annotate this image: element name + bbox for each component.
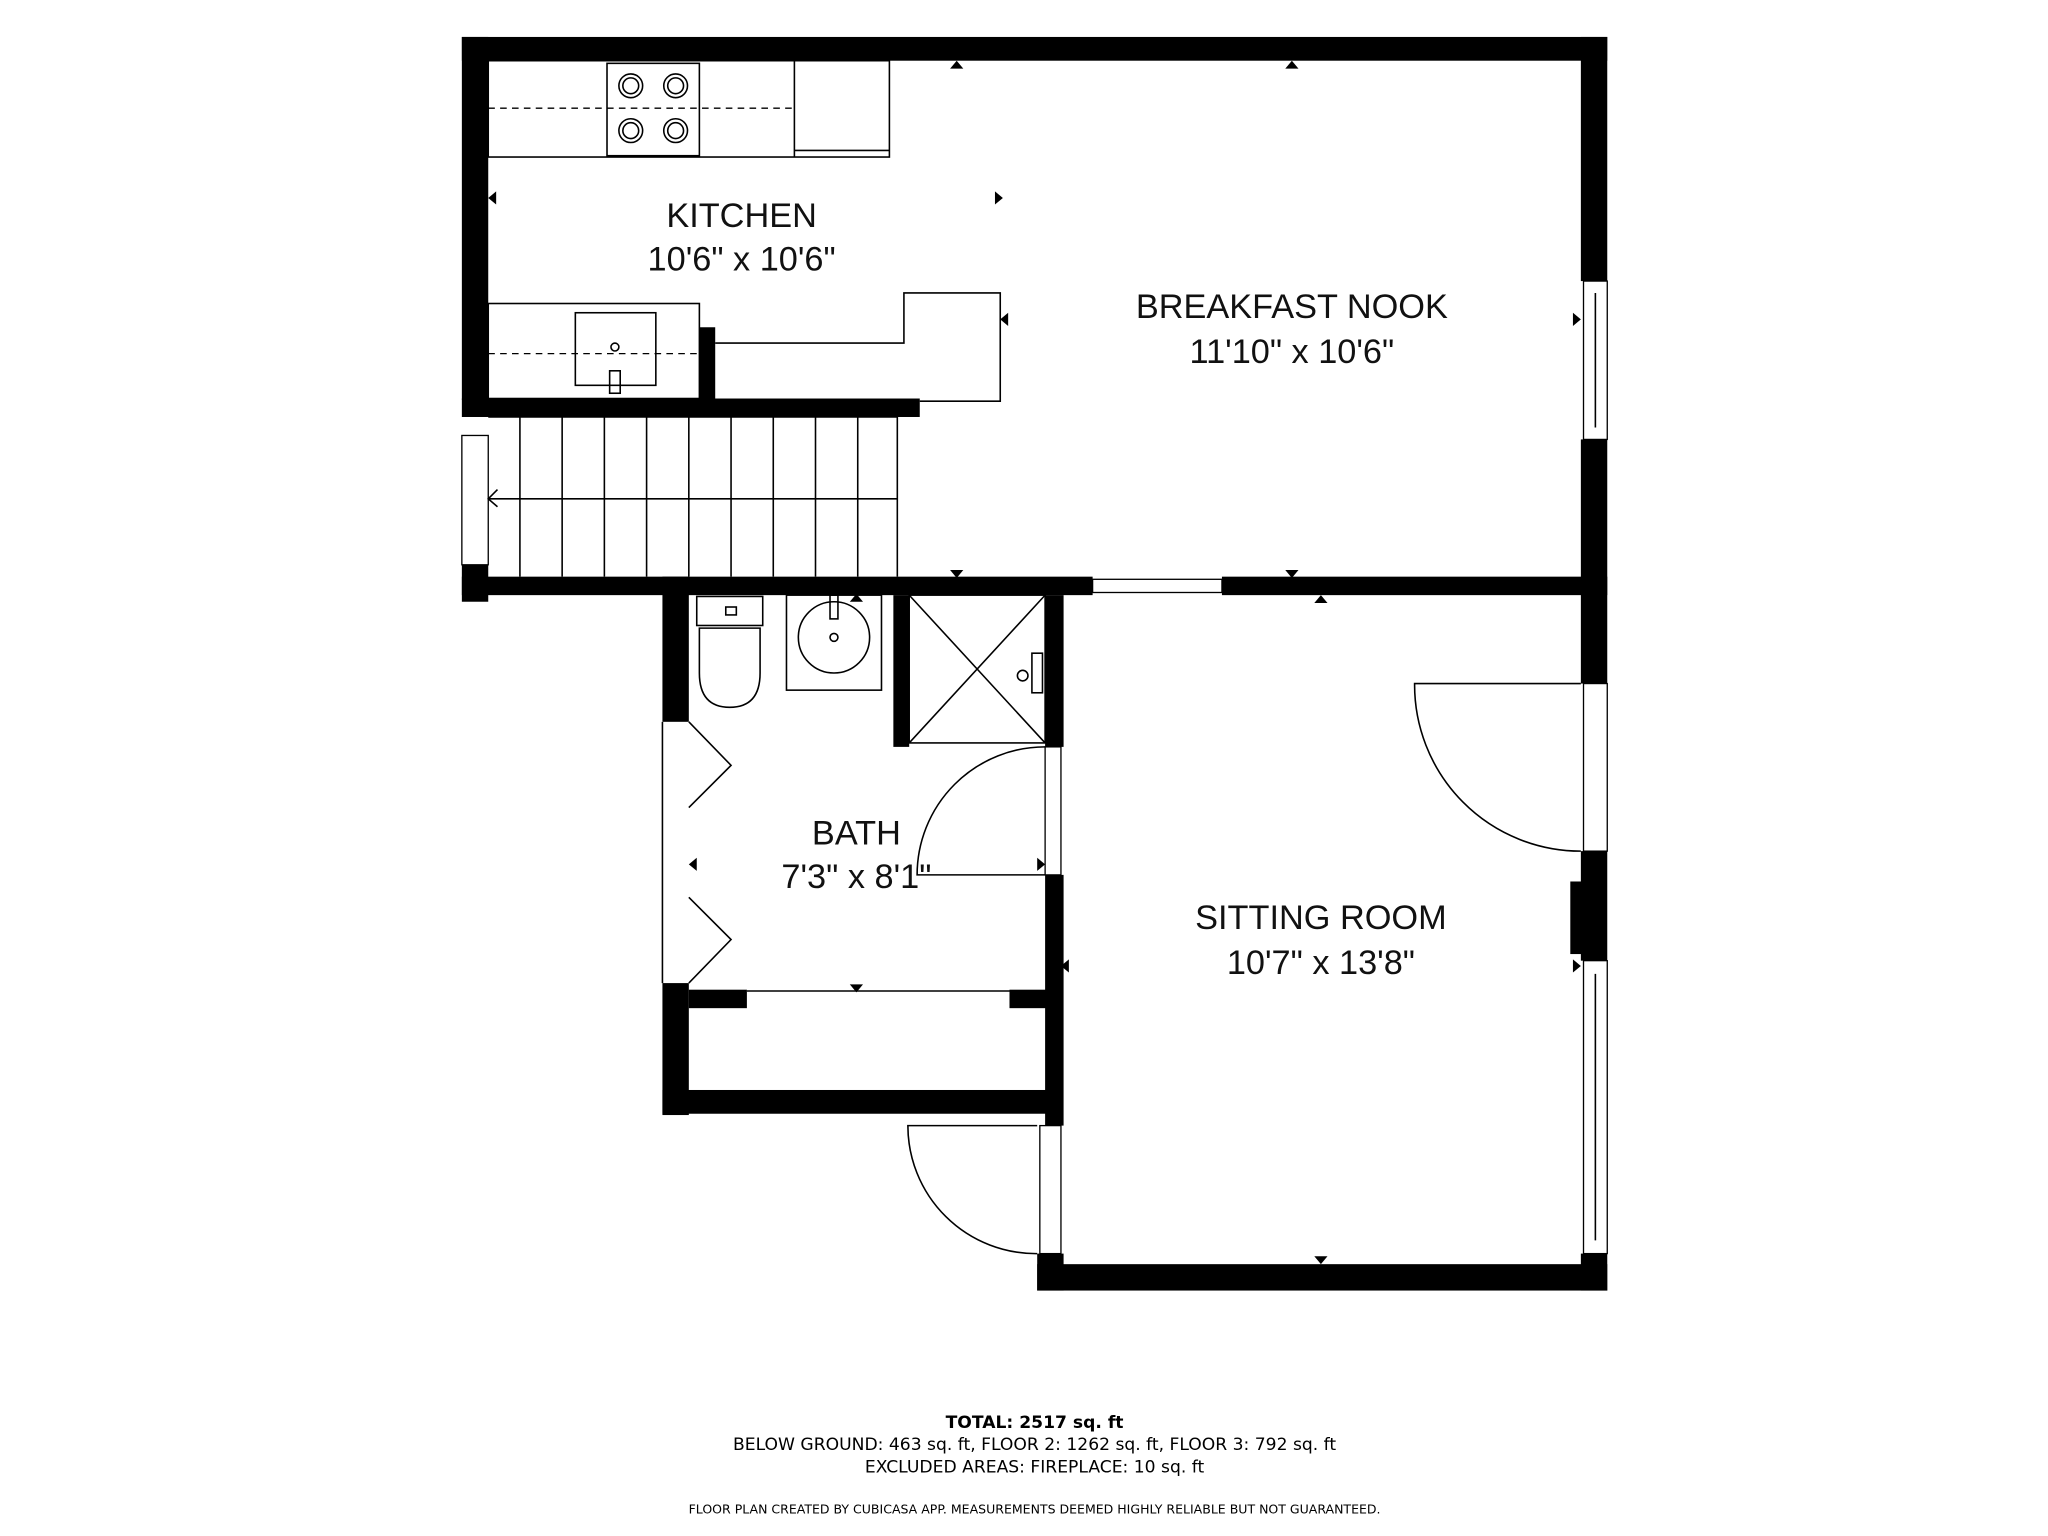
total-area: TOTAL: 2517 sq. ft [946,1413,1124,1433]
bath-size: 7'3" x 8'1" [781,858,931,896]
sitting-room-name: SITTING ROOM [1195,899,1447,937]
floor-areas: BELOW GROUND: 463 sq. ft, FLOOR 2: 1262 … [733,1435,1336,1455]
breakfast-nook-name: BREAKFAST NOOK [1136,288,1448,326]
stove-icon [606,62,701,157]
shower-icon [908,594,1046,744]
door-swing-icon [688,721,1046,992]
sitting-room-size: 10'7" x 13'8" [1227,944,1415,982]
bath-name: BATH [812,815,901,853]
excluded-areas: EXCLUDED AREAS: FIREPLACE: 10 sq. ft [865,1458,1205,1478]
room-labels: KITCHEN 10'6" x 10'6" BREAKFAST NOOK 11'… [648,197,1448,982]
kitchen-size: 10'6" x 10'6" [648,241,836,279]
disclaimer: FLOOR PLAN CREATED BY CUBICASA APP. MEAS… [689,1502,1381,1517]
sink-icon [574,311,657,395]
dimension-markers [488,60,1581,1265]
door-swings [907,682,1581,1255]
breakfast-nook-size: 11'10" x 10'6" [1190,333,1395,371]
kitchen-name: KITCHEN [666,197,817,235]
stairs-icon [487,416,899,577]
footer: TOTAL: 2517 sq. ft BELOW GROUND: 463 sq.… [689,1413,1381,1517]
bath-sink-icon [785,594,883,691]
walls [461,36,1608,1291]
bath-fixtures [688,594,1046,992]
windows [461,280,1608,1255]
toilet-icon [695,595,764,709]
kitchen-fixtures [487,59,1002,402]
